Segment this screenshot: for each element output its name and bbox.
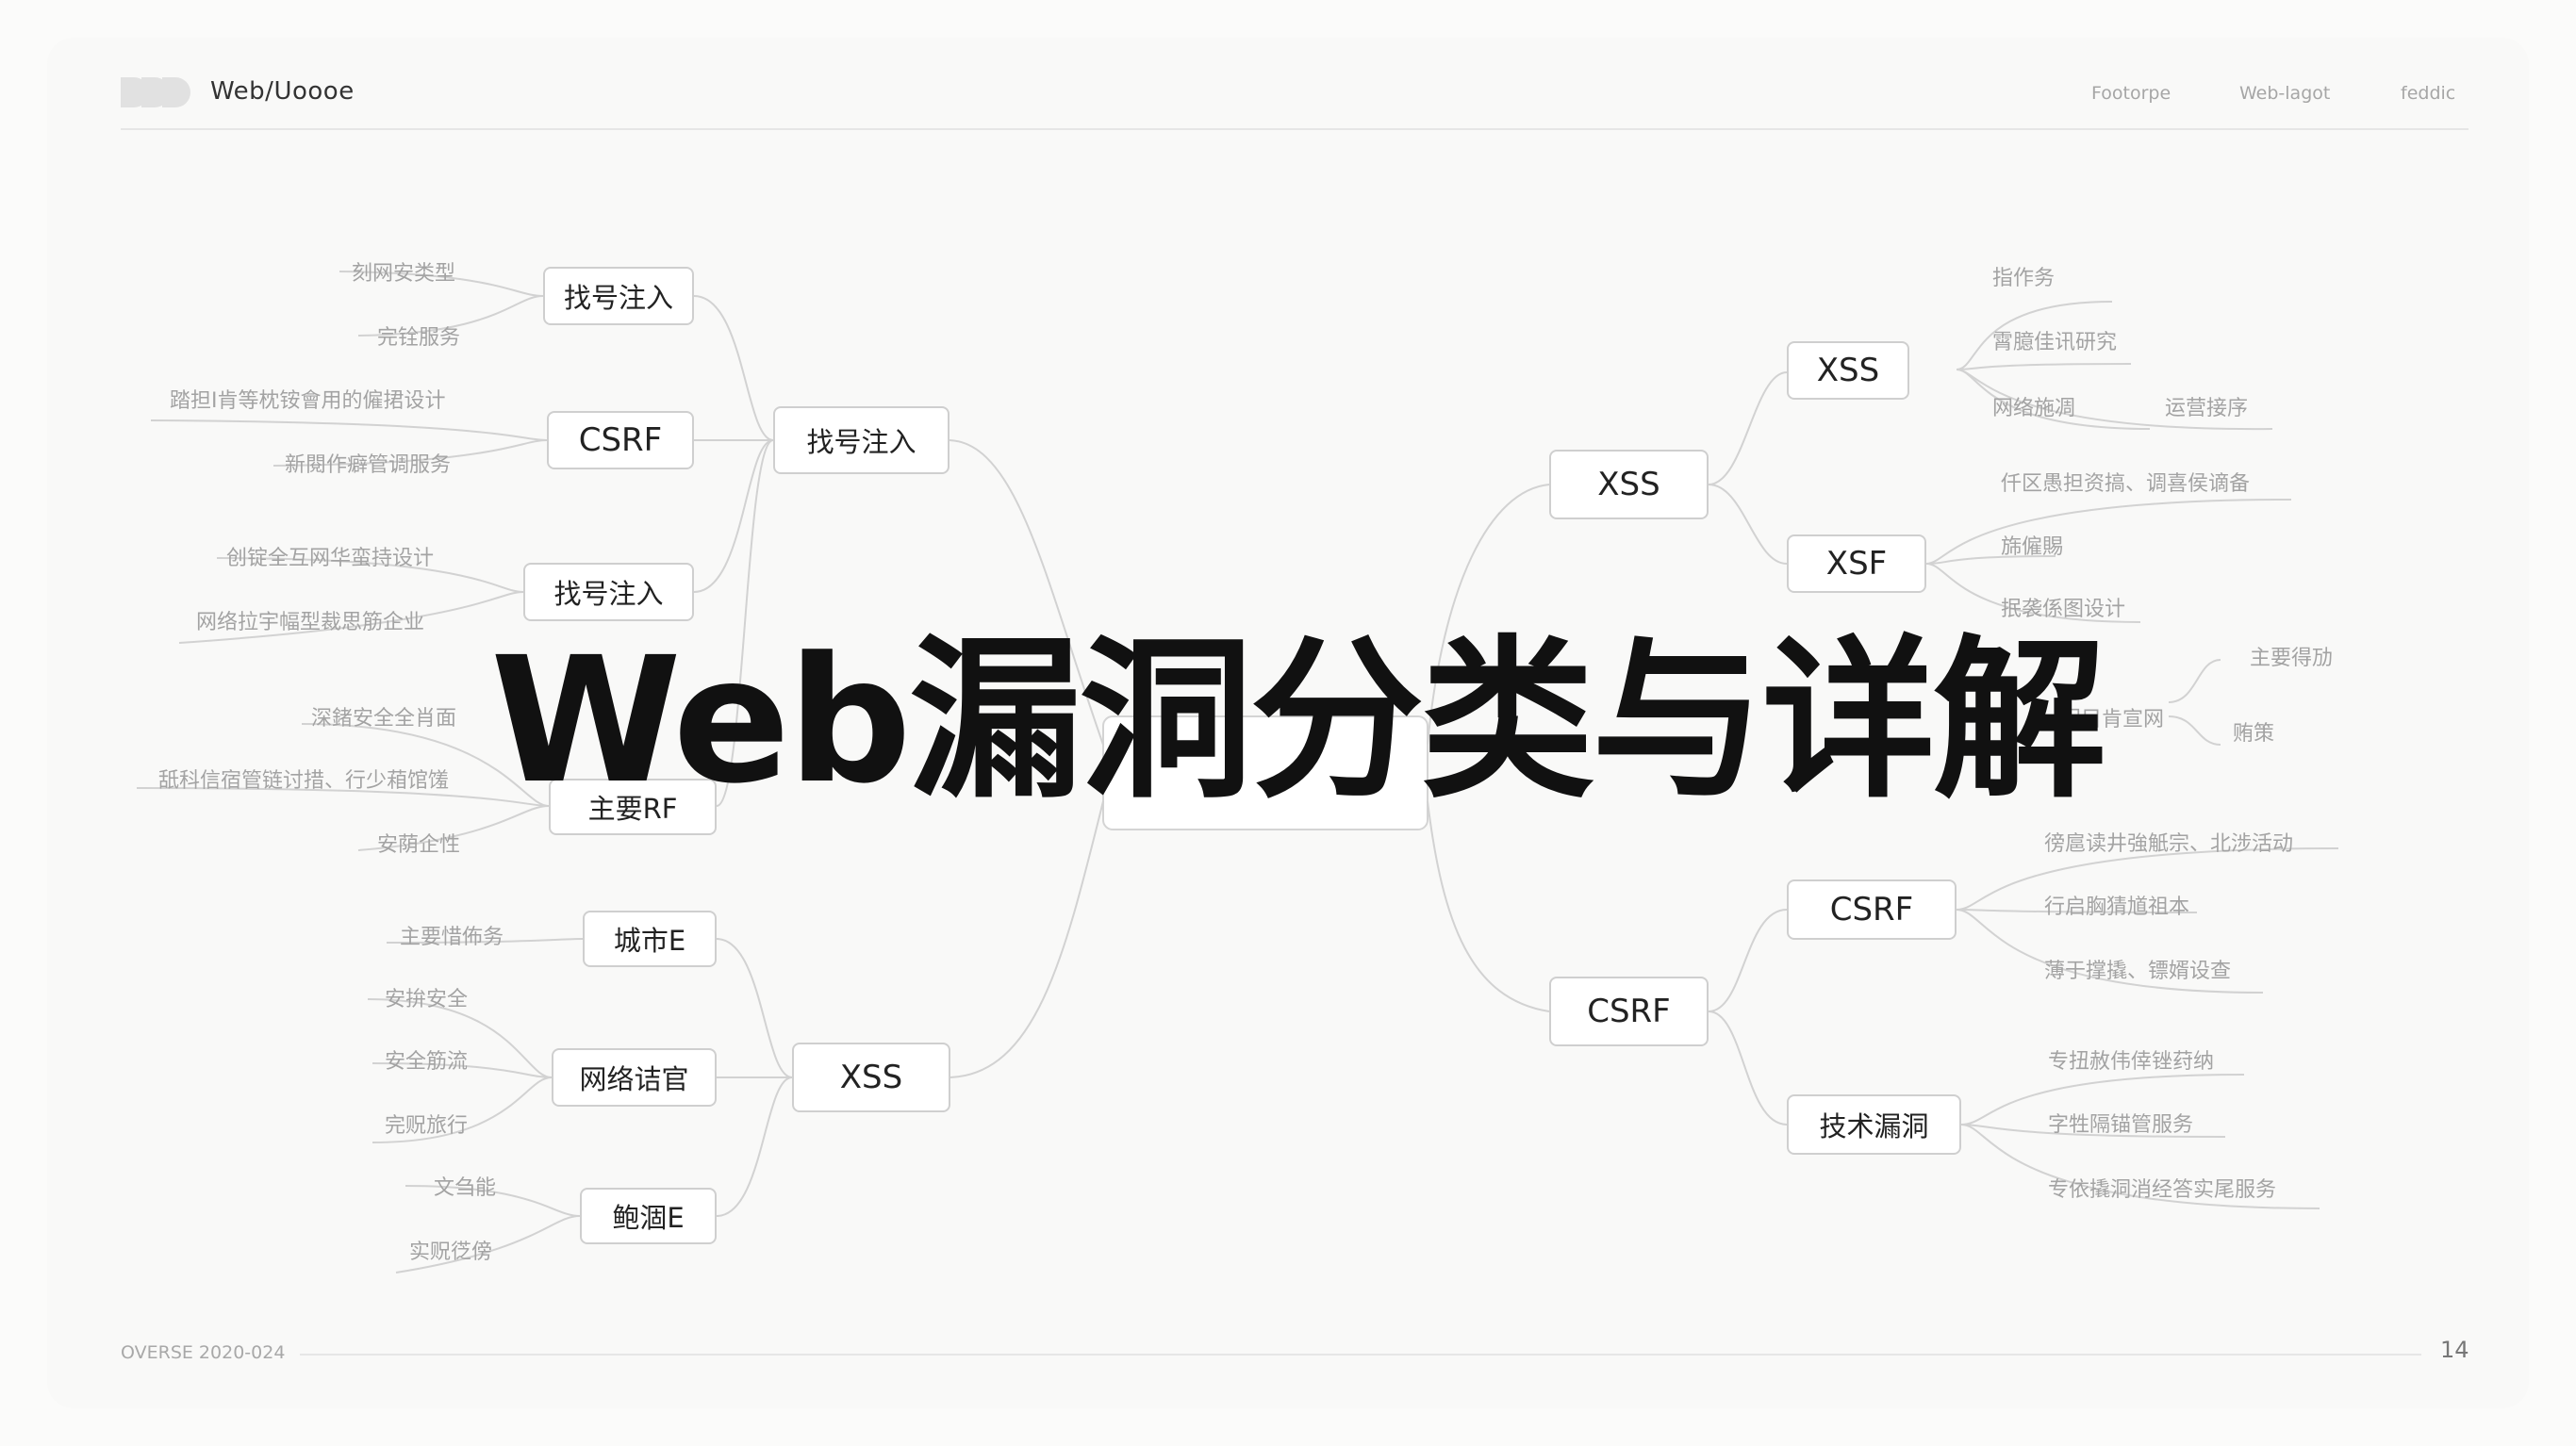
leaf-text: 专依撬洞消经答实尾服务 (2048, 1178, 2277, 1202)
node-left-1-child-3[interactable]: 找号注入 (523, 563, 694, 621)
node-left-2-child-3[interactable]: 鲍涸E (580, 1188, 717, 1244)
leaf-text: 完铨服务 (377, 326, 461, 350)
footer-divider (300, 1354, 2421, 1356)
leaf-text: 网络施凋 (1992, 397, 2076, 420)
leaf-text: 主要得劢 (2250, 647, 2334, 670)
node-right-2-child-1[interactable]: CSRF (1787, 879, 1957, 940)
leaf-text: 踏担I肯等枕铵會用的僱捃设计 (170, 389, 446, 413)
leaf-text: 字牲隔锚管服务 (2048, 1113, 2194, 1137)
leaf-text: 实贶徔傍 (409, 1241, 493, 1264)
node-left-1-child-1[interactable]: 找号注入 (543, 267, 694, 325)
leaf-text: 旆僱賜 (2001, 535, 2064, 559)
nav-item-2[interactable]: Web-lagot (2239, 83, 2331, 104)
leaf-text: 闩目肯宣网 (2060, 708, 2165, 731)
node-left-2-child-1[interactable]: 城市E (583, 911, 717, 967)
node-right-branch-2[interactable]: CSRF (1549, 977, 1709, 1046)
leaf-text: 运营接序 (2165, 397, 2249, 420)
leaf-text: 指作务 (1992, 267, 2056, 290)
node-left-2-child-2[interactable]: 网络诘官 (552, 1048, 717, 1107)
leaf-text: 新閱作癖管调服务 (285, 453, 452, 477)
leaf-text: 安荫企性 (377, 833, 461, 857)
brand-name: Web/Uoooe (210, 77, 355, 106)
leaf-text: 薄于撑撬、镖婿设查 (2044, 960, 2232, 983)
node-right-branch-1[interactable]: XSS (1549, 450, 1709, 519)
nav-item-1[interactable]: Footorpe (2091, 83, 2171, 104)
leaf-text: 完贶旅行 (385, 1114, 469, 1138)
node-left-branch-1[interactable]: 找号注入 (773, 406, 949, 474)
leaf-text: 贿策 (2233, 722, 2275, 746)
node-left-1-child-2[interactable]: CSRF (547, 411, 694, 469)
leaf-text: 深鍺安全全肖面 (311, 707, 457, 731)
leaf-text: 网络拉宇幅型裁思筋企业 (196, 611, 425, 634)
node-right-1-child-1[interactable]: XSS (1787, 341, 1909, 400)
leaf-text: 安拚安全 (385, 988, 469, 1011)
nav-item-3[interactable]: feddic (2401, 83, 2456, 104)
leaf-text: 徬扈读井強觗宗、北涉活动 (2044, 832, 2294, 856)
logo-icon (121, 77, 190, 107)
leaf-text: 创锭全互网华蛮持设计 (226, 547, 435, 570)
node-right-2-child-2[interactable]: 技术漏洞 (1787, 1094, 1961, 1155)
leaf-text: 舐科信宿管链讨措、行少葙馆馐 (158, 769, 450, 793)
leaf-text: 抿袭係图设计 (2001, 598, 2126, 621)
leaf-text: 仟区愚担资搞、调喜侯谪备 (2001, 472, 2251, 496)
node-right-1-child-2[interactable]: XSF (1787, 534, 1926, 593)
leaf-text: 霄臆佳讯研究 (1992, 331, 2118, 354)
leaf-text: 文刍能 (434, 1176, 497, 1200)
header-divider (121, 128, 2469, 130)
leaf-text: 行启胸猜馗祖本 (2044, 896, 2190, 919)
leaf-text: 刻网安类型 (352, 262, 456, 286)
node-left-1-child-4[interactable]: 主要RF (549, 779, 717, 835)
leaf-text: 主要惜佈务 (400, 926, 504, 949)
page-title: Web漏洞分类与详解 (490, 620, 2106, 822)
leaf-text: 专扭赦伟倖锉荮纳 (2048, 1050, 2215, 1074)
node-left-branch-2[interactable]: XSS (792, 1043, 950, 1112)
leaf-text: 安全筋流 (385, 1050, 469, 1074)
footer-label: OVERSE 2020-024 (121, 1342, 286, 1363)
page-number: 14 (2440, 1337, 2469, 1363)
